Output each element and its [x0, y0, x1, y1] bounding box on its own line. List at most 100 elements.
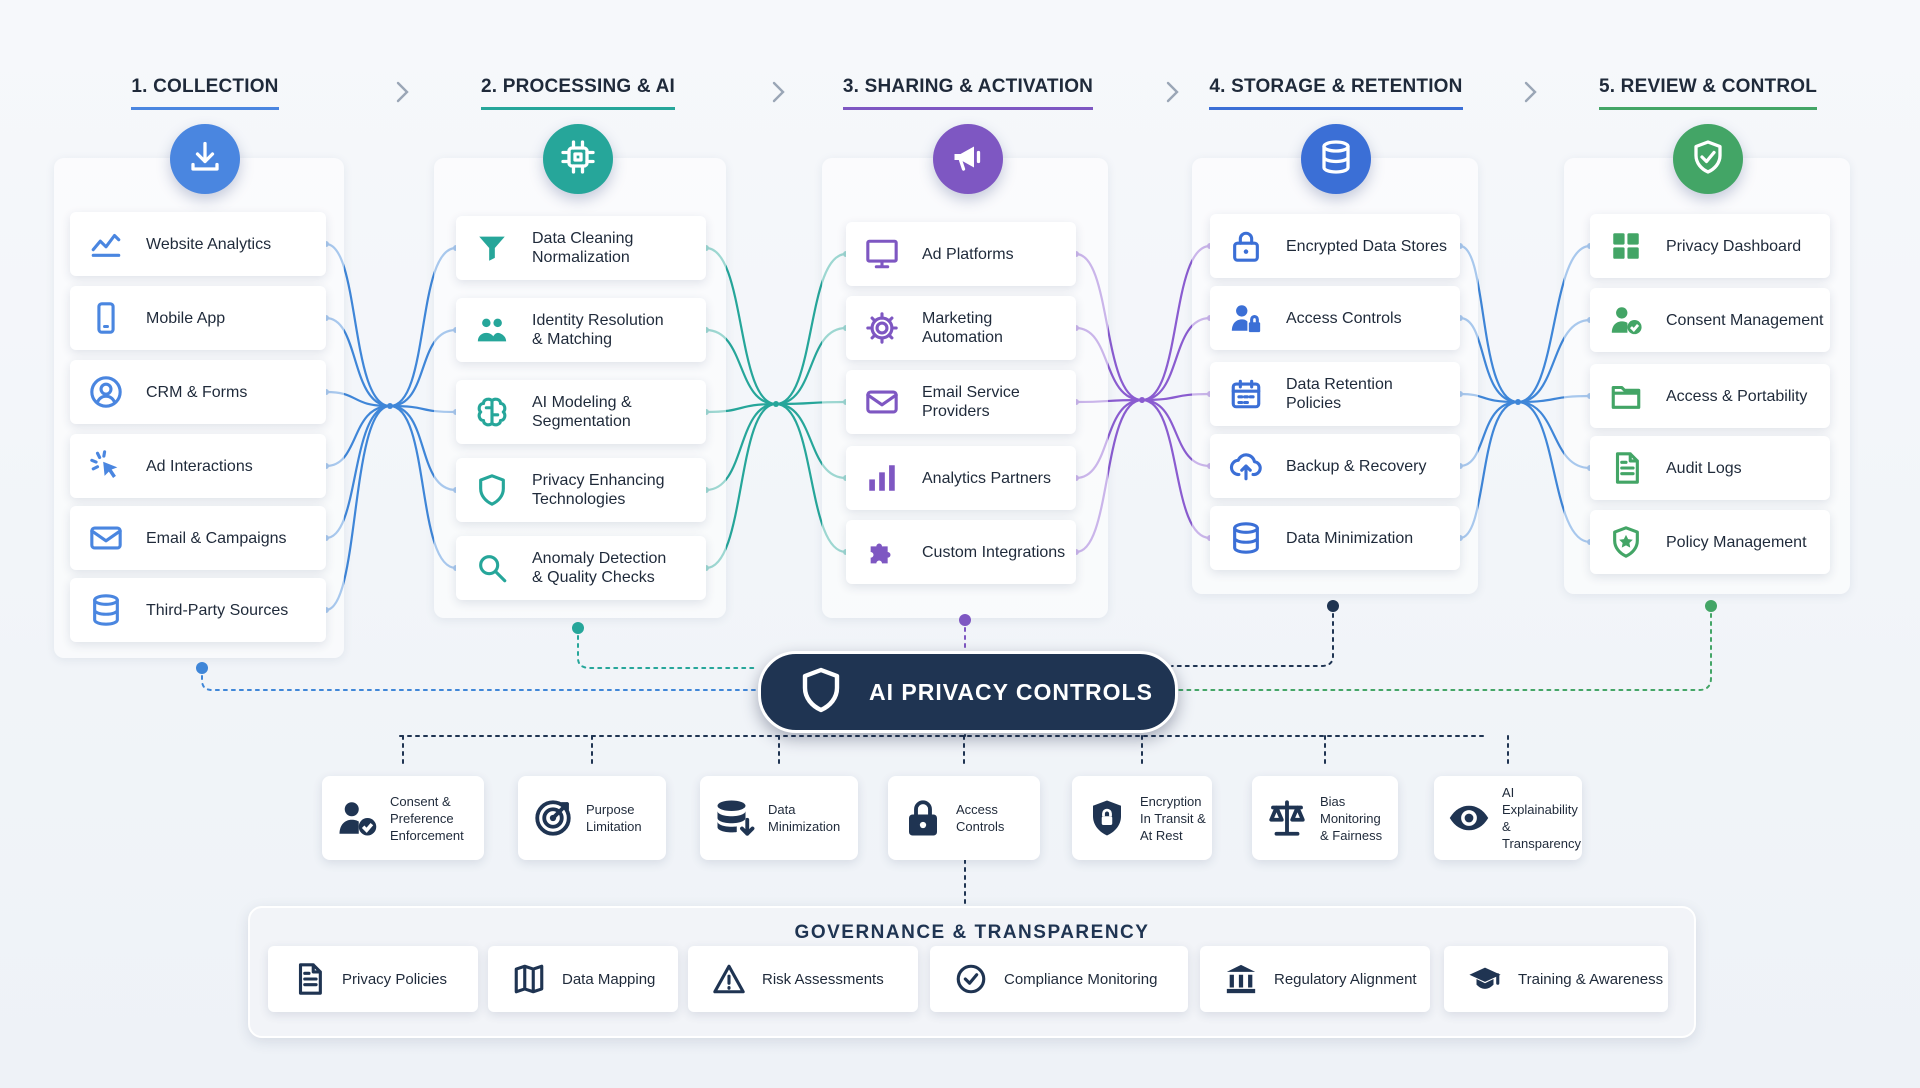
chip-icon [560, 139, 596, 180]
eye-icon [1446, 795, 1492, 841]
process-card-label: AI Modeling & Segmentation [532, 394, 632, 430]
governance-card[interactable]: Training & Awareness [1444, 946, 1668, 1012]
bank-icon [1222, 960, 1260, 998]
process-card-label: Anomaly Detection & Quality Checks [532, 550, 667, 586]
process-card[interactable]: Email & Campaigns [70, 506, 326, 570]
process-card-label: Email & Campaigns [146, 529, 287, 547]
stage-anchor-dot [1705, 600, 1717, 612]
document-icon [1606, 448, 1646, 488]
chevron-right-icon [766, 80, 790, 104]
hub-dot [387, 403, 393, 409]
process-card[interactable]: Access Controls [1210, 286, 1460, 350]
governance-card[interactable]: Regulatory Alignment [1200, 946, 1430, 1012]
privacy-control-card[interactable]: Data Minimization [700, 776, 858, 860]
privacy-control-card[interactable]: Purpose Limitation [518, 776, 666, 860]
shield-lock-icon [1084, 795, 1130, 841]
process-card[interactable]: Custom Integrations [846, 520, 1076, 584]
shield-icon [472, 470, 512, 510]
governance-card[interactable]: Privacy Policies [268, 946, 478, 1012]
process-card-label: Ad Platforms [922, 245, 1014, 263]
privacy-control-card[interactable]: Access Controls [888, 776, 1040, 860]
process-card[interactable]: Audit Logs [1590, 436, 1830, 500]
governance-card[interactable]: Risk Assessments [688, 946, 918, 1012]
process-card-label: Backup & Recovery [1286, 457, 1427, 475]
process-card[interactable]: Ad Platforms [846, 222, 1076, 286]
process-card[interactable]: CRM & Forms [70, 360, 326, 424]
process-card[interactable]: Website Analytics [70, 212, 326, 276]
process-card-label: Access & Portability [1666, 387, 1808, 405]
process-card[interactable]: Marketing Automation [846, 296, 1076, 360]
dotted-connector [577, 627, 759, 669]
process-card[interactable]: Privacy Dashboard [1590, 214, 1830, 278]
process-card[interactable]: Access & Portability [1590, 364, 1830, 428]
privacy-control-card[interactable]: Consent & Preference Enforcement [322, 776, 484, 860]
gear-icon [862, 308, 902, 348]
process-card-label: Analytics Partners [922, 469, 1051, 487]
dotted-connector [1171, 605, 1712, 691]
process-card-label: Third-Party Sources [146, 601, 289, 619]
governance-card[interactable]: Data Mapping [488, 946, 678, 1012]
process-card[interactable]: Identity Resolution & Matching [456, 298, 706, 362]
envelope-icon [86, 518, 126, 558]
governance-card-label: Training & Awareness [1518, 970, 1664, 988]
chevron-right-icon [390, 80, 414, 104]
process-card[interactable]: Privacy Enhancing Technologies [456, 458, 706, 522]
hub-dot [773, 401, 779, 407]
process-card[interactable]: Backup & Recovery [1210, 434, 1460, 498]
process-card[interactable]: Anomaly Detection & Quality Checks [456, 536, 706, 600]
process-card[interactable]: Ad Interactions [70, 434, 326, 498]
stage-title: 1. COLLECTION [131, 76, 279, 110]
process-card[interactable]: Data Retention Policies [1210, 362, 1460, 426]
governance-card-label: Privacy Policies [342, 970, 448, 988]
puzzle-icon [862, 532, 902, 572]
download-icon [187, 139, 223, 180]
privacy-control-card[interactable]: Encryption In Transit & At Rest [1072, 776, 1212, 860]
process-card-label: Data Minimization [1286, 529, 1414, 547]
shield-icon [797, 666, 845, 719]
governance-card-label: Risk Assessments [762, 970, 884, 988]
process-card[interactable]: Consent Management [1590, 288, 1830, 352]
stage-header: 5. REVIEW & CONTROL [1558, 76, 1858, 110]
banner-label: AI PRIVACY CONTROLS [869, 678, 1153, 705]
process-card-label: Website Analytics [146, 235, 272, 253]
privacy-control-card[interactable]: AI Explainability & Transparency [1434, 776, 1582, 860]
process-card-label: Email Service Providers [922, 384, 1020, 420]
line-chart-icon [86, 224, 126, 264]
cursor-click-icon [86, 446, 126, 486]
stage-anchor-dot [196, 662, 208, 674]
grid-icon [1606, 226, 1646, 266]
user-check-icon [1606, 300, 1646, 340]
process-card[interactable]: Data Cleaning Normalization [456, 216, 706, 280]
process-card[interactable]: Mobile App [70, 286, 326, 350]
process-card[interactable]: Policy Management [1590, 510, 1830, 574]
shield-check-badge [1673, 124, 1743, 194]
process-card[interactable]: Third-Party Sources [70, 578, 326, 642]
ai-privacy-controls-banner[interactable]: AI PRIVACY CONTROLS [758, 651, 1178, 733]
stage-header: 2. PROCESSING & AI [428, 76, 728, 110]
process-card-label: Marketing Automation [922, 310, 1003, 346]
stage-anchor-dot [1327, 600, 1339, 612]
process-card[interactable]: Encrypted Data Stores [1210, 214, 1460, 278]
process-card[interactable]: Analytics Partners [846, 446, 1076, 510]
stage-title: 5. REVIEW & CONTROL [1598, 76, 1818, 110]
shield-star-icon [1606, 522, 1646, 562]
lock-icon [1226, 226, 1266, 266]
process-card-label: Data Cleaning Normalization [532, 230, 634, 266]
process-card[interactable]: Email Service Providers [846, 370, 1076, 434]
governance-card[interactable]: Compliance Monitoring [930, 946, 1188, 1012]
process-card-label: Identity Resolution & Matching [532, 312, 664, 348]
process-card[interactable]: AI Modeling & Segmentation [456, 380, 706, 444]
cloud-upload-icon [1226, 446, 1266, 486]
stage-title: 3. SHARING & ACTIVATION [842, 76, 1094, 110]
bar-chart-icon [862, 458, 902, 498]
process-card[interactable]: Data Minimization [1210, 506, 1460, 570]
privacy-control-card[interactable]: Bias Monitoring & Fairness [1252, 776, 1398, 860]
database-icon [86, 590, 126, 630]
process-card-label: Privacy Dashboard [1666, 237, 1802, 255]
folder-icon [1606, 376, 1646, 416]
hub-dot [1139, 397, 1145, 403]
process-card-label: Ad Interactions [146, 457, 253, 475]
brain-icon [472, 392, 512, 432]
stage-header: 1. COLLECTION [55, 76, 355, 110]
dotted-connector [1171, 605, 1334, 667]
